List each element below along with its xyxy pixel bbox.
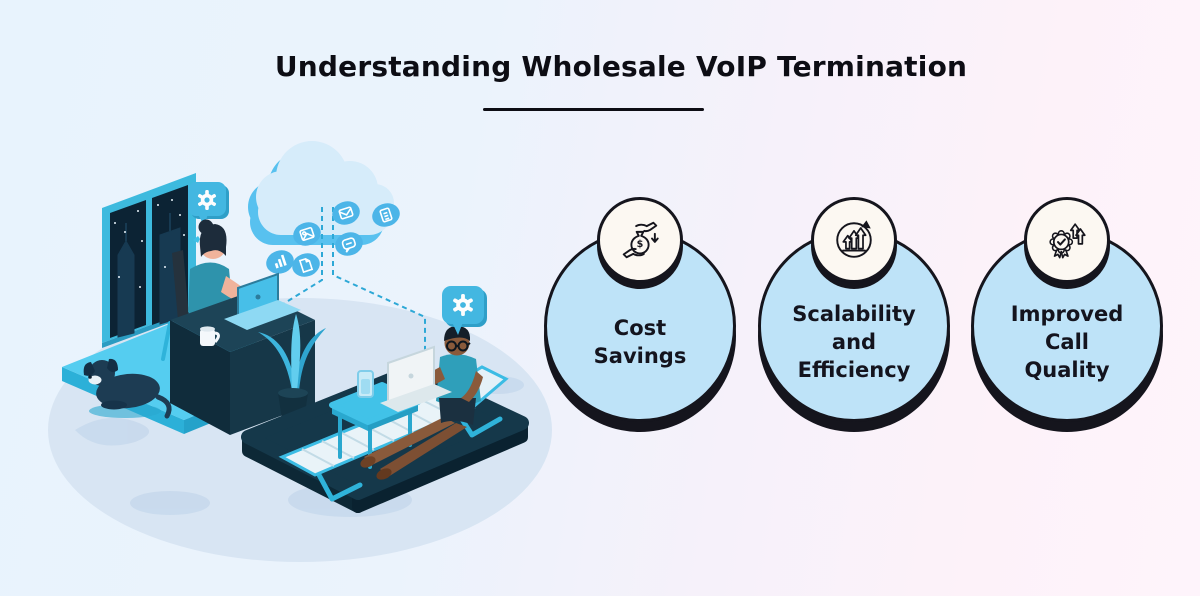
feature-label: Improved Call Quality xyxy=(1010,302,1124,382)
laptop xyxy=(224,272,301,330)
chart-icon xyxy=(266,250,294,274)
feature-card-scalability-efficiency: Scalability and Efficiency xyxy=(758,197,950,422)
gear-icon xyxy=(453,294,473,316)
window-night-city-icon xyxy=(102,173,196,348)
feature-card-cost-savings: $ Cost Savings xyxy=(544,197,736,422)
growth-cycle-arrows-icon xyxy=(811,197,897,283)
title-underline xyxy=(483,108,704,111)
money-bag-hands-icon: $ xyxy=(597,197,683,283)
floating-app-icons xyxy=(266,201,400,277)
svg-text:$: $ xyxy=(637,239,644,250)
feature-card-improved-call-quality: Improved Call Quality xyxy=(971,197,1163,422)
clipboard-icon xyxy=(372,203,400,227)
image-icon xyxy=(293,222,321,246)
gear-speech-bubble xyxy=(442,286,487,335)
page-title: Understanding Wholesale VoIP Termination xyxy=(274,50,968,83)
file-icon xyxy=(292,253,320,277)
illustration-cloud-voip-scene xyxy=(48,141,552,562)
man-on-lounge-chair xyxy=(360,326,483,480)
white-laptop xyxy=(380,345,452,412)
mail-icon xyxy=(332,201,360,225)
feature-label: Scalability and Efficiency xyxy=(792,302,916,382)
coffee-mug-icon xyxy=(200,326,220,346)
chat-icon xyxy=(335,232,363,256)
gear-speech-bubble xyxy=(188,182,229,226)
water-glass-icon xyxy=(357,370,374,398)
award-badge-arrows-icon xyxy=(1024,197,1110,283)
dog xyxy=(83,358,172,419)
gear-icon xyxy=(197,190,217,210)
feature-label: Cost Savings xyxy=(593,316,687,368)
